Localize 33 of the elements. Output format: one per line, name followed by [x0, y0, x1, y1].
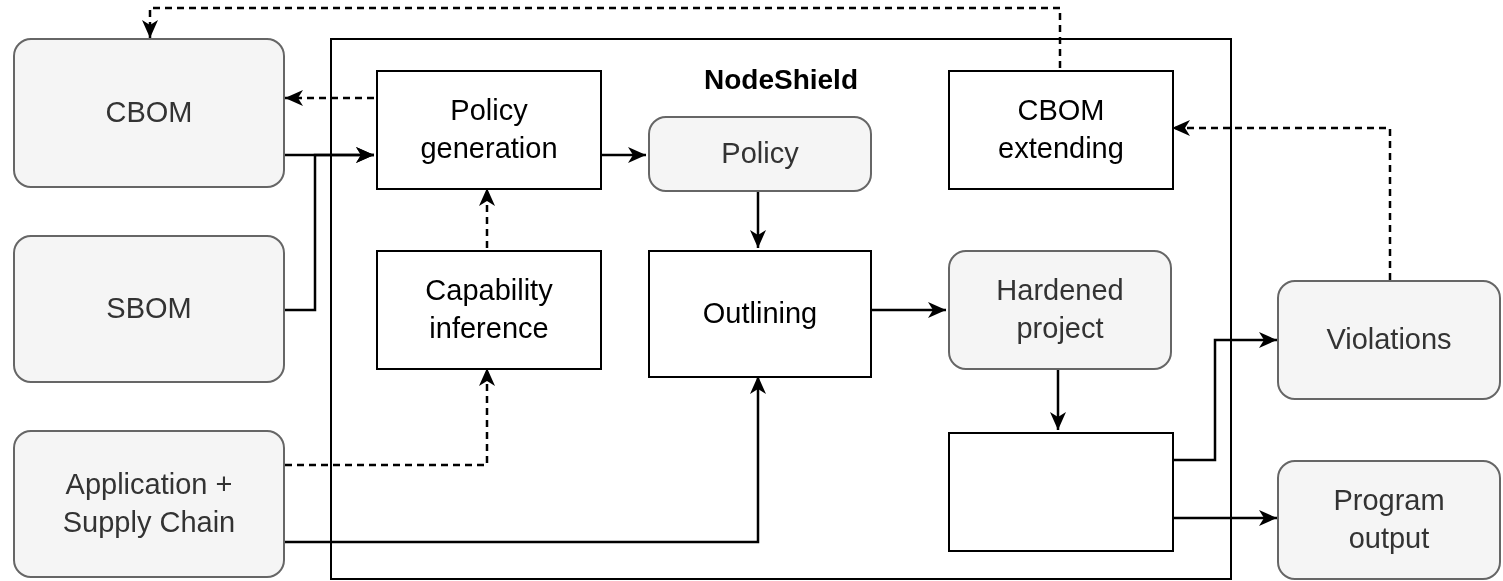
arrow	[750, 190, 766, 248]
box-label: Policy generation	[419, 93, 559, 166]
dashed-arrow	[285, 90, 374, 106]
data-box	[1277, 460, 1501, 580]
box-label: Policy	[721, 136, 799, 172]
data-box	[948, 250, 1172, 370]
data-box	[13, 235, 285, 383]
box-label: Violations	[1326, 322, 1452, 358]
arrow	[285, 376, 766, 544]
process-box	[948, 70, 1174, 190]
box-label: CBOM extending	[997, 93, 1125, 166]
group-title: NodeShield	[704, 63, 858, 97]
box-label: Capability inference	[424, 273, 554, 346]
process-box	[948, 432, 1174, 552]
box-label: Outlining	[702, 296, 818, 332]
process-box	[648, 250, 872, 378]
dashed-arrow	[479, 188, 495, 248]
arrow	[285, 147, 374, 312]
data-box	[13, 38, 285, 188]
data-box	[1277, 280, 1501, 400]
box-label: CBOM	[105, 95, 193, 131]
data-box	[13, 430, 285, 578]
process-box	[376, 70, 602, 190]
dashed-arrow	[285, 368, 495, 467]
data-box	[648, 116, 872, 192]
box-label: Program output	[1332, 483, 1446, 556]
box-label: Hardened project	[995, 273, 1125, 346]
group-box	[330, 38, 1232, 580]
box-label: SBOM	[106, 291, 192, 327]
box-label: Application + Supply Chain	[61, 467, 237, 540]
dashed-arrow	[142, 6, 1062, 68]
process-box	[376, 250, 602, 370]
arrow	[1050, 368, 1066, 430]
